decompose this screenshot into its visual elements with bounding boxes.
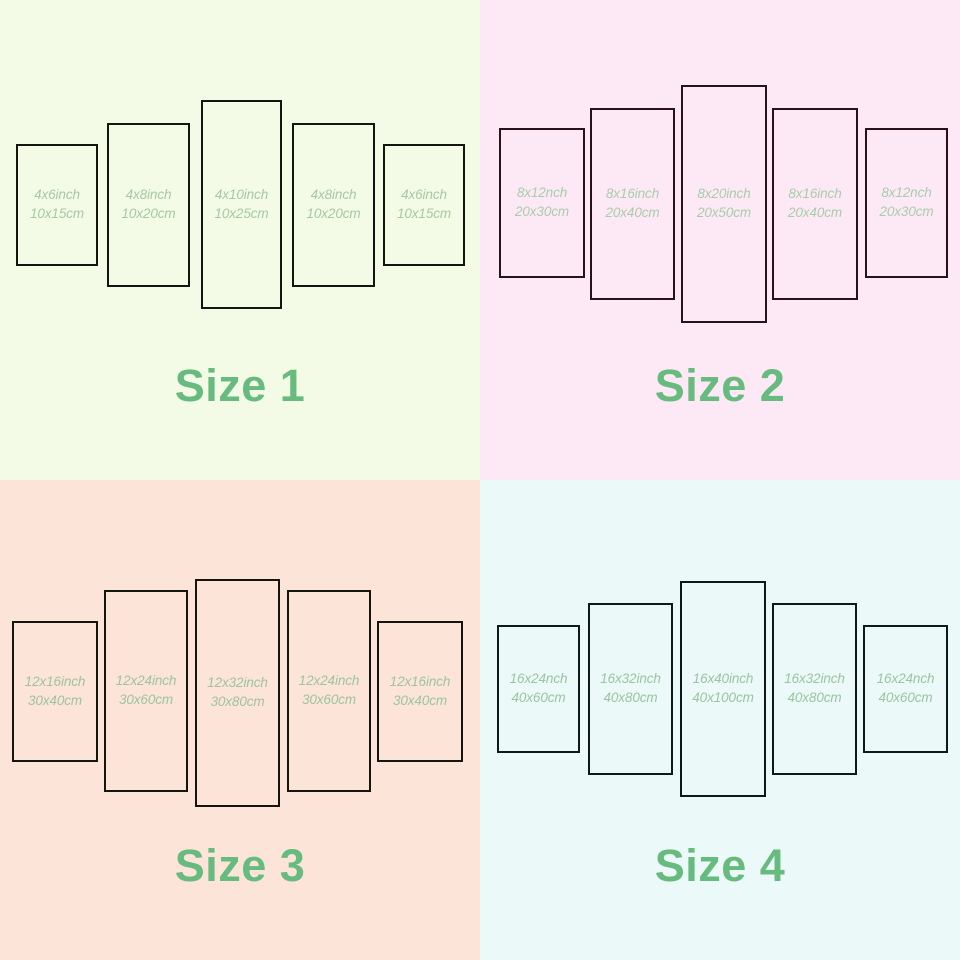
panel-size-cm: 40x80cm (603, 690, 658, 705)
panel-size-inch: 16x40inch (692, 671, 754, 687)
panel-size-inch: 4x6inch (34, 187, 80, 203)
panel-size-cm: 30x60cm (301, 692, 357, 707)
panel-right-inner[interactable]: 8x16inch 20x40cm (772, 108, 858, 300)
size-caption-3: Size 3 (174, 840, 306, 891)
panel-size-cm: 20x40cm (605, 205, 660, 220)
panel-size-label: 12x24inch 30x60cm (116, 672, 177, 709)
panel-size-label: 12x32inch 30x80cm (207, 674, 268, 711)
size-option-quadrant-3[interactable]: 12x16inch 30x40cm 12x24inch 30x60cm 12x32inc… (0, 480, 480, 960)
panel-size-inch: 16x24nch (876, 671, 935, 687)
panel-right-inner[interactable]: 16x32inch 40x80cm (772, 603, 857, 775)
panel-size-inch: 8x12nch (516, 185, 568, 201)
panel-size-inch: 12x16inch (24, 673, 86, 689)
panel-center[interactable]: 12x32inch 30x80cm (195, 579, 280, 807)
panel-left-outer[interactable]: 16x24nch 40x60cm (497, 625, 580, 753)
panel-size-cm: 20x40cm (787, 205, 843, 220)
panel-arrangement-2: 8x12nch 20x30cm 8x16inch 20x40cm 8x20inch 20x… (480, 0, 960, 480)
panel-size-inch: 8x12nch (881, 185, 932, 201)
panel-size-label: 12x16inch 30x40cm (25, 673, 86, 710)
panel-right-inner[interactable]: 4x8inch 10x20cm (292, 123, 375, 287)
panel-size-label: 4x10inch 10x25cm (214, 186, 268, 223)
panel-left-outer[interactable]: 4x6inch 10x15cm (16, 144, 98, 266)
panel-size-label: 12x16inch 30x40cm (390, 673, 451, 710)
panel-size-inch: 4x8inch (310, 187, 357, 203)
panel-center[interactable]: 8x20inch 20x50cm (681, 85, 767, 323)
panel-center[interactable]: 16x40inch 40x100cm (680, 581, 766, 797)
panel-size-inch: 12x24inch (298, 673, 360, 689)
panel-left-inner[interactable]: 16x32inch 40x80cm (588, 603, 673, 775)
panel-size-inch: 12x32inch (207, 675, 268, 691)
panel-size-inch: 12x24inch (115, 673, 177, 689)
panel-right-outer[interactable]: 8x12nch 20x30cm (865, 128, 948, 278)
panel-size-cm: 40x60cm (511, 690, 566, 705)
panel-size-label: 4x8inch 10x20cm (306, 186, 360, 223)
panel-size-cm: 10x25cm (214, 205, 269, 221)
panel-left-outer[interactable]: 8x12nch 20x30cm (499, 128, 585, 278)
panel-size-label: 16x24nch 40x60cm (877, 670, 935, 707)
panel-size-inch: 16x32inch (784, 671, 845, 687)
panel-size-inch: 12x16inch (389, 673, 451, 689)
panel-size-label: 8x20inch 20x50cm (697, 185, 751, 222)
panel-left-outer[interactable]: 12x16inch 30x40cm (12, 621, 98, 762)
size-caption-1: Size 1 (174, 360, 306, 411)
panel-left-inner[interactable]: 8x16inch 20x40cm (590, 108, 675, 300)
size-caption-2: Size 2 (654, 360, 786, 411)
panel-size-label: 16x24nch 40x60cm (510, 670, 568, 707)
panel-size-inch: 8x16inch (605, 186, 660, 202)
panel-size-inch: 8x20inch (697, 186, 751, 202)
panel-size-cm: 20x30cm (879, 204, 934, 219)
panel-size-cm: 30x40cm (392, 692, 448, 708)
panel-size-cm: 10x15cm (396, 206, 452, 221)
panel-size-cm: 10x15cm (29, 206, 85, 221)
panel-size-cm: 40x80cm (787, 690, 842, 705)
panel-right-outer[interactable]: 12x16inch 30x40cm (377, 621, 463, 762)
panel-size-label: 8x12nch 20x30cm (515, 184, 569, 221)
panel-size-inch: 16x32inch (600, 671, 661, 687)
panel-size-label: 8x16inch 20x40cm (605, 185, 659, 222)
size-option-quadrant-1[interactable]: 4x6inch 10x15cm 4x8inch 10x20cm 4x10inch 10x2… (0, 0, 480, 480)
panel-size-label: 16x40inch 40x100cm (692, 670, 754, 707)
panel-right-inner[interactable]: 12x24inch 30x60cm (287, 590, 371, 792)
size-option-quadrant-2[interactable]: 8x12nch 20x30cm 8x16inch 20x40cm 8x20inch 20x… (480, 0, 960, 480)
panel-size-inch: 16x24nch (509, 671, 568, 687)
panel-left-inner[interactable]: 12x24inch 30x60cm (104, 590, 188, 792)
panel-size-cm: 20x50cm (696, 205, 752, 220)
panel-size-cm: 40x60cm (878, 690, 933, 705)
panel-right-outer[interactable]: 4x6inch 10x15cm (383, 144, 465, 266)
size-option-quadrant-4[interactable]: 16x24nch 40x60cm 16x32inch 40x80cm 16x40inch… (480, 480, 960, 960)
panel-size-cm: 10x20cm (306, 206, 361, 221)
panel-size-label: 16x32inch 40x80cm (600, 670, 661, 707)
size-caption-4: Size 4 (654, 840, 786, 891)
panel-arrangement-3: 12x16inch 30x40cm 12x24inch 30x60cm 12x32inc… (0, 480, 480, 960)
panel-center[interactable]: 4x10inch 10x25cm (201, 100, 282, 309)
panel-size-cm: 30x40cm (27, 692, 83, 708)
panel-size-cm: 10x20cm (121, 206, 176, 221)
panel-arrangement-1: 4x6inch 10x15cm 4x8inch 10x20cm 4x10inch 10x2… (0, 0, 480, 480)
panel-size-cm: 30x80cm (210, 694, 265, 709)
panel-arrangement-4: 16x24nch 40x60cm 16x32inch 40x80cm 16x40inch… (480, 480, 960, 960)
panel-size-label: 4x6inch 10x15cm (397, 186, 451, 223)
panel-size-label: 4x8inch 10x20cm (121, 186, 175, 223)
panel-left-inner[interactable]: 4x8inch 10x20cm (107, 123, 190, 287)
panel-size-cm: 40x100cm (692, 690, 754, 705)
panel-size-label: 16x32inch 40x80cm (784, 670, 845, 707)
panel-size-cm: 30x60cm (118, 692, 174, 707)
panel-size-label: 4x6inch 10x15cm (30, 186, 84, 223)
panel-size-inch: 8x16inch (788, 186, 842, 202)
panel-size-label: 8x16inch 20x40cm (788, 185, 842, 222)
panel-right-outer[interactable]: 16x24nch 40x60cm (863, 625, 948, 753)
panel-size-cm: 20x30cm (514, 204, 570, 219)
panel-size-inch: 4x10inch (214, 186, 269, 202)
panel-size-inch: 4x8inch (125, 187, 172, 203)
panel-size-inch: 4x6inch (401, 187, 447, 203)
panel-size-label: 8x12nch 20x30cm (879, 184, 933, 221)
panel-size-label: 12x24inch 30x60cm (299, 672, 360, 709)
